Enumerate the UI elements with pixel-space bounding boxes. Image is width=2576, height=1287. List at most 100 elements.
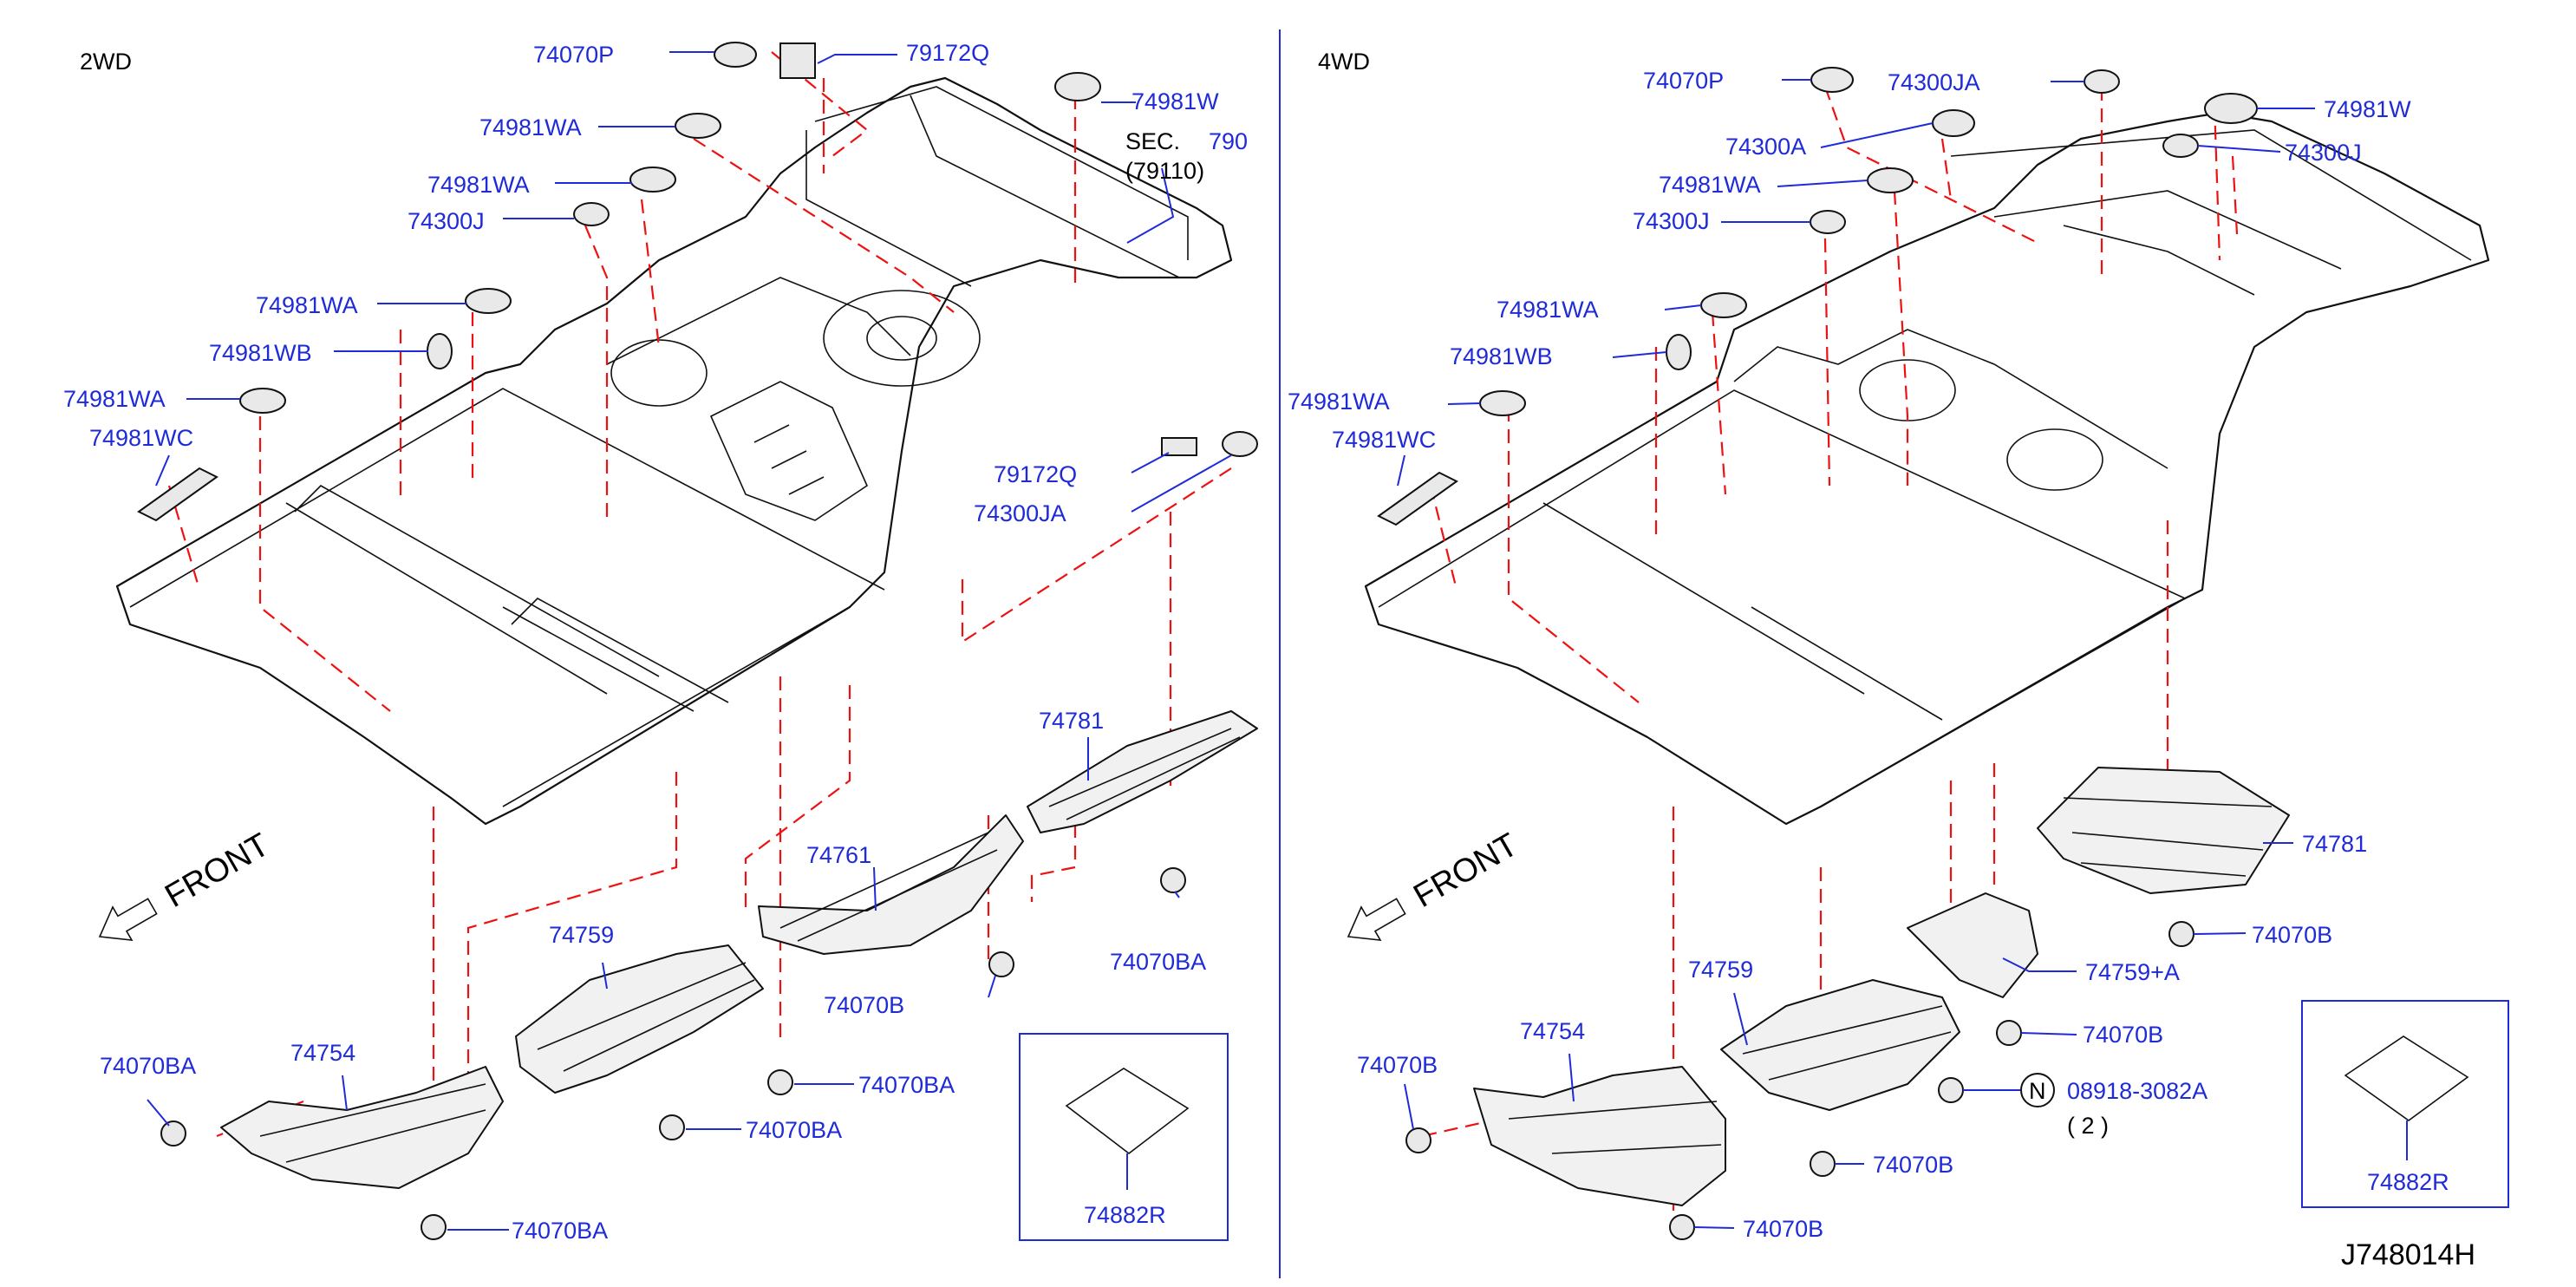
heat-shield-74781-4wd [2037,767,2290,894]
clip-74070B-3-4wd [1810,1151,1836,1177]
label-74759: 74759 [549,922,614,948]
label-74981WC-4wd: 74981WC [1332,427,1436,453]
right-4wd-section: 4WD [1288,49,2509,1271]
label-74882R-2wd: 74882R [1084,1202,1166,1228]
label-74300J-4wd: 74300J [1633,208,1710,234]
insulator-74882R-4wd [2344,1035,2469,1121]
plug-74981WB-4wd [1666,334,1692,370]
clip-74070B [988,951,1014,977]
label-74300JA: 74300JA [974,500,1066,526]
label-79172Q-bottom: 79172Q [994,461,1077,487]
label-74070BA-5: 74070BA [100,1053,196,1079]
grommet-74981WA-2-4wd [1700,292,1747,318]
plug-74070P [714,42,757,68]
label-74754: 74754 [290,1040,355,1066]
label-74882R-4wd: 74882R [2367,1169,2449,1195]
label-74981WA-4: 74981WA [63,386,166,412]
plug-74981W-4wd [2204,93,2258,124]
pad-79172Q-bottom [1161,437,1197,456]
label-quantity: ( 2 ) [2067,1113,2109,1139]
label-74070BA-1: 74070BA [1110,949,1206,975]
label-74981WA-1: 74981WA [479,114,582,140]
heat-shield-74759 [515,944,764,1094]
label-74300J: 74300J [408,208,485,234]
label-74981W-4wd: 74981W [2324,96,2411,122]
label-74070BA-2: 74070BA [858,1072,955,1098]
grommet-74981WA-1-4wd [1867,167,1914,193]
front-label-4wd: FRONT [1407,826,1523,915]
clip-74070B-5-4wd [1405,1127,1431,1153]
clips-2wd [160,867,1186,1240]
plug-74981WC [137,467,218,522]
heat-shield-74754-4wd [1473,1066,1726,1206]
nut-symbol-letter: N [2029,1078,2046,1104]
clip-74070BA-4 [421,1214,447,1240]
clip-74070B-1-4wd [2168,921,2194,947]
clip-74070BA-5 [160,1120,186,1147]
plug-74300J [573,202,610,226]
label-74070P-4wd: 74070P [1643,68,1724,94]
section-title-2wd: 2WD [80,49,132,75]
label-08918-3082A: 08918-3082A [2067,1078,2208,1104]
label-74300J-top-4wd: 74300J [2285,140,2362,166]
front-label-2wd: FRONT [159,826,275,915]
callout-leaders-2wd [147,51,1232,1231]
clip-74070B-4-4wd [1669,1214,1695,1240]
grommet-74981WA-4 [239,388,286,414]
diagram-code: J748014H [2341,1238,2475,1271]
pad-79172Q-top [779,42,816,79]
plug-74300JA-4wd [2084,69,2120,94]
grommet-74981WA-2 [629,167,676,193]
heat-shield-74759-4wd [1720,979,1960,1111]
label-74981WA-2: 74981WA [427,172,530,198]
sec-prefix: SEC. [1125,128,1180,154]
plug-74981W [1054,72,1101,101]
label-74759-plus-A: 74759+A [2085,959,2180,985]
sec-number: 790 [1209,128,1248,154]
label-74070BA-3: 74070BA [746,1117,842,1143]
label-74781: 74781 [1039,708,1104,734]
label-74981WB: 74981WB [209,340,312,366]
label-74981WA-3-4wd: 74981WA [1288,389,1390,415]
clip-74070B-2-4wd [1996,1020,2022,1046]
plug-74981WC-4wd [1377,471,1458,526]
nut-symbol-circle [2020,1073,2055,1107]
clip-74070BA-1 [1160,867,1186,893]
label-74070B-1-4wd: 74070B [2252,922,2332,948]
insulator-box-2wd: 74882R [1019,1033,1229,1241]
front-arrow-2wd: FRONT [98,826,276,942]
label-74761: 74761 [806,842,871,868]
callout-leaders-4wd [1397,79,2315,1229]
label-79172Q-top: 79172Q [906,40,989,66]
clip-74070BA-2 [767,1069,793,1095]
label-74981WA-1-4wd: 74981WA [1659,172,1761,198]
label-74070BA-4: 74070BA [512,1218,608,1244]
section-reference: SEC. 790 (79110) [1125,128,1248,184]
label-74300JA-4wd: 74300JA [1888,69,1980,95]
section-title-4wd: 4WD [1318,49,1370,75]
heat-shield-74754 [220,1066,504,1189]
nut-08918-3082A [1938,1077,1964,1103]
label-74070B-2-4wd: 74070B [2083,1022,2163,1048]
plug-74981WB [427,333,453,369]
plug-74300J-4wd [1810,210,1846,234]
label-74759-4wd: 74759 [1688,957,1753,983]
label-74070B: 74070B [824,992,904,1018]
plug-74300A [1932,109,1975,137]
label-74070B-5-4wd: 74070B [1357,1052,1438,1078]
label-74981WB-4wd: 74981WB [1450,343,1553,369]
insulator-box-4wd: 74882R [2301,1000,2509,1208]
label-74754-4wd: 74754 [1520,1018,1585,1044]
callout-labels-2wd: 74070P 79172Q 74981W 74981WA 74981WA 743… [63,40,1219,1244]
grommet-74981WA-1 [675,113,721,139]
floor-panel-4wd [1364,111,2490,826]
grommet-74981WA-3-4wd [1479,390,1526,416]
label-74300A: 74300A [1725,134,1806,160]
label-74981WC: 74981WC [89,425,193,451]
heat-shields-4wd [1473,767,2290,1206]
label-74981W: 74981W [1131,88,1219,114]
label-74070B-4-4wd: 74070B [1743,1216,1823,1242]
heat-shield-74761 [758,814,1024,955]
heat-shield-74759A-4wd [1907,892,2038,998]
